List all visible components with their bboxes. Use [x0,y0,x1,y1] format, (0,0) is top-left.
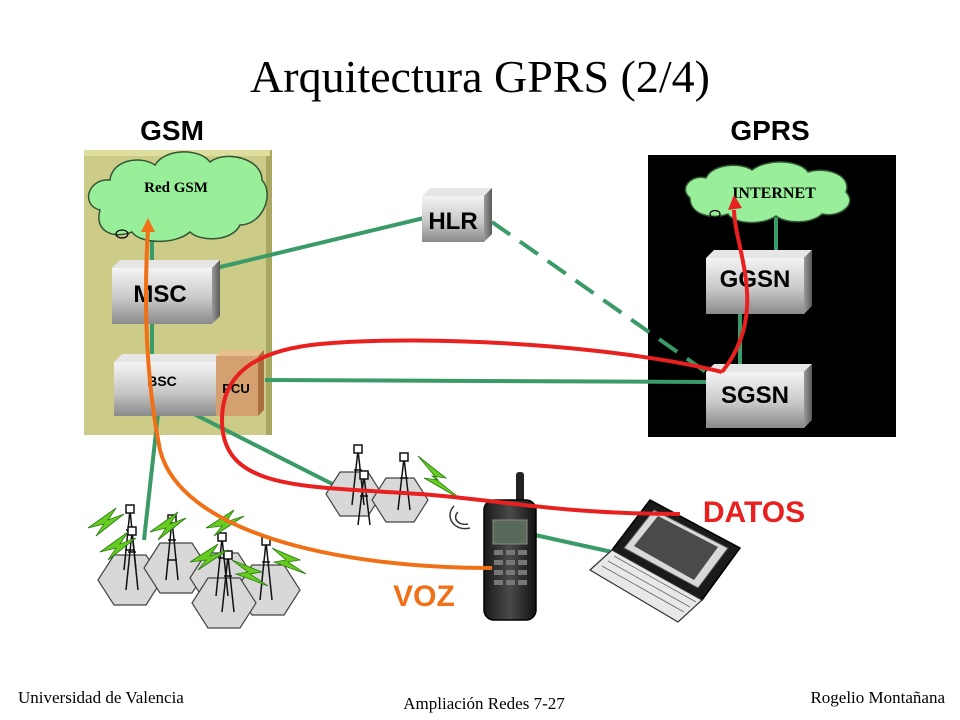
ggsn-node: GGSN [706,250,812,314]
gprs-section-label: GPRS [730,115,809,146]
internet-label: INTERNET [732,185,816,202]
link-bsc-cells-middle [189,410,361,500]
lightning-icon [189,543,229,571]
link-hlr-sgsn-dashed [490,220,708,374]
link-pcu-sgsn [264,378,707,384]
voice-path-arrow-icon [141,218,155,232]
internet-cloud: INTERNET [684,161,851,224]
lightning-icon [231,559,269,587]
hlr-label: HLR [428,208,477,235]
lightning-icon [87,507,125,537]
datos-label: DATOS [703,496,805,529]
bsc-label: BSC [147,373,177,389]
radio-signal-icons [87,455,463,587]
data-path-arrow-icon [728,195,742,210]
lightning-icon [99,531,137,561]
antenna-icon [221,550,235,613]
link-phone-laptop [534,533,613,554]
gsm-section-label: GSM [140,115,204,146]
voz-label: VOZ [393,580,455,613]
lightning-icon [271,547,307,575]
red-gsm-cloud: Red GSM [87,151,268,243]
msc-node: MSC [112,260,220,324]
red-gsm-label: Red GSM [144,180,208,196]
voice-path [143,227,493,570]
ggsn-label: GGSN [720,266,791,293]
mobile-phone [449,472,537,621]
slide-title: Arquitectura GPRS (2/4) [250,51,710,102]
footer-center: Ampliación Redes 7-27 [403,694,565,713]
lightning-icon [149,511,187,541]
link-msc-hlr [215,216,425,270]
data-path [219,209,750,516]
laptop [588,499,742,623]
footer-left: Universidad de Valencia [18,688,184,707]
hlr-node: HLR [422,188,492,242]
antenna-icon [215,532,229,597]
cell-cluster-middle [325,471,429,523]
cloud-marker-icon [115,229,129,239]
msc-label: MSC [133,281,186,308]
bsc-node: BSC [114,354,224,416]
antenna-icon [357,470,371,526]
lightning-icon [205,509,245,537]
sgsn-node: SGSN [706,364,812,428]
antenna-icon [397,452,411,511]
cloud-marker-icon [709,209,721,219]
sgsn-label: SGSN [721,382,789,409]
lightning-icon [417,455,463,501]
footer-right: Rogelio Montañana [810,688,945,707]
antenna-icon [259,536,273,601]
antenna-towers [123,444,411,613]
